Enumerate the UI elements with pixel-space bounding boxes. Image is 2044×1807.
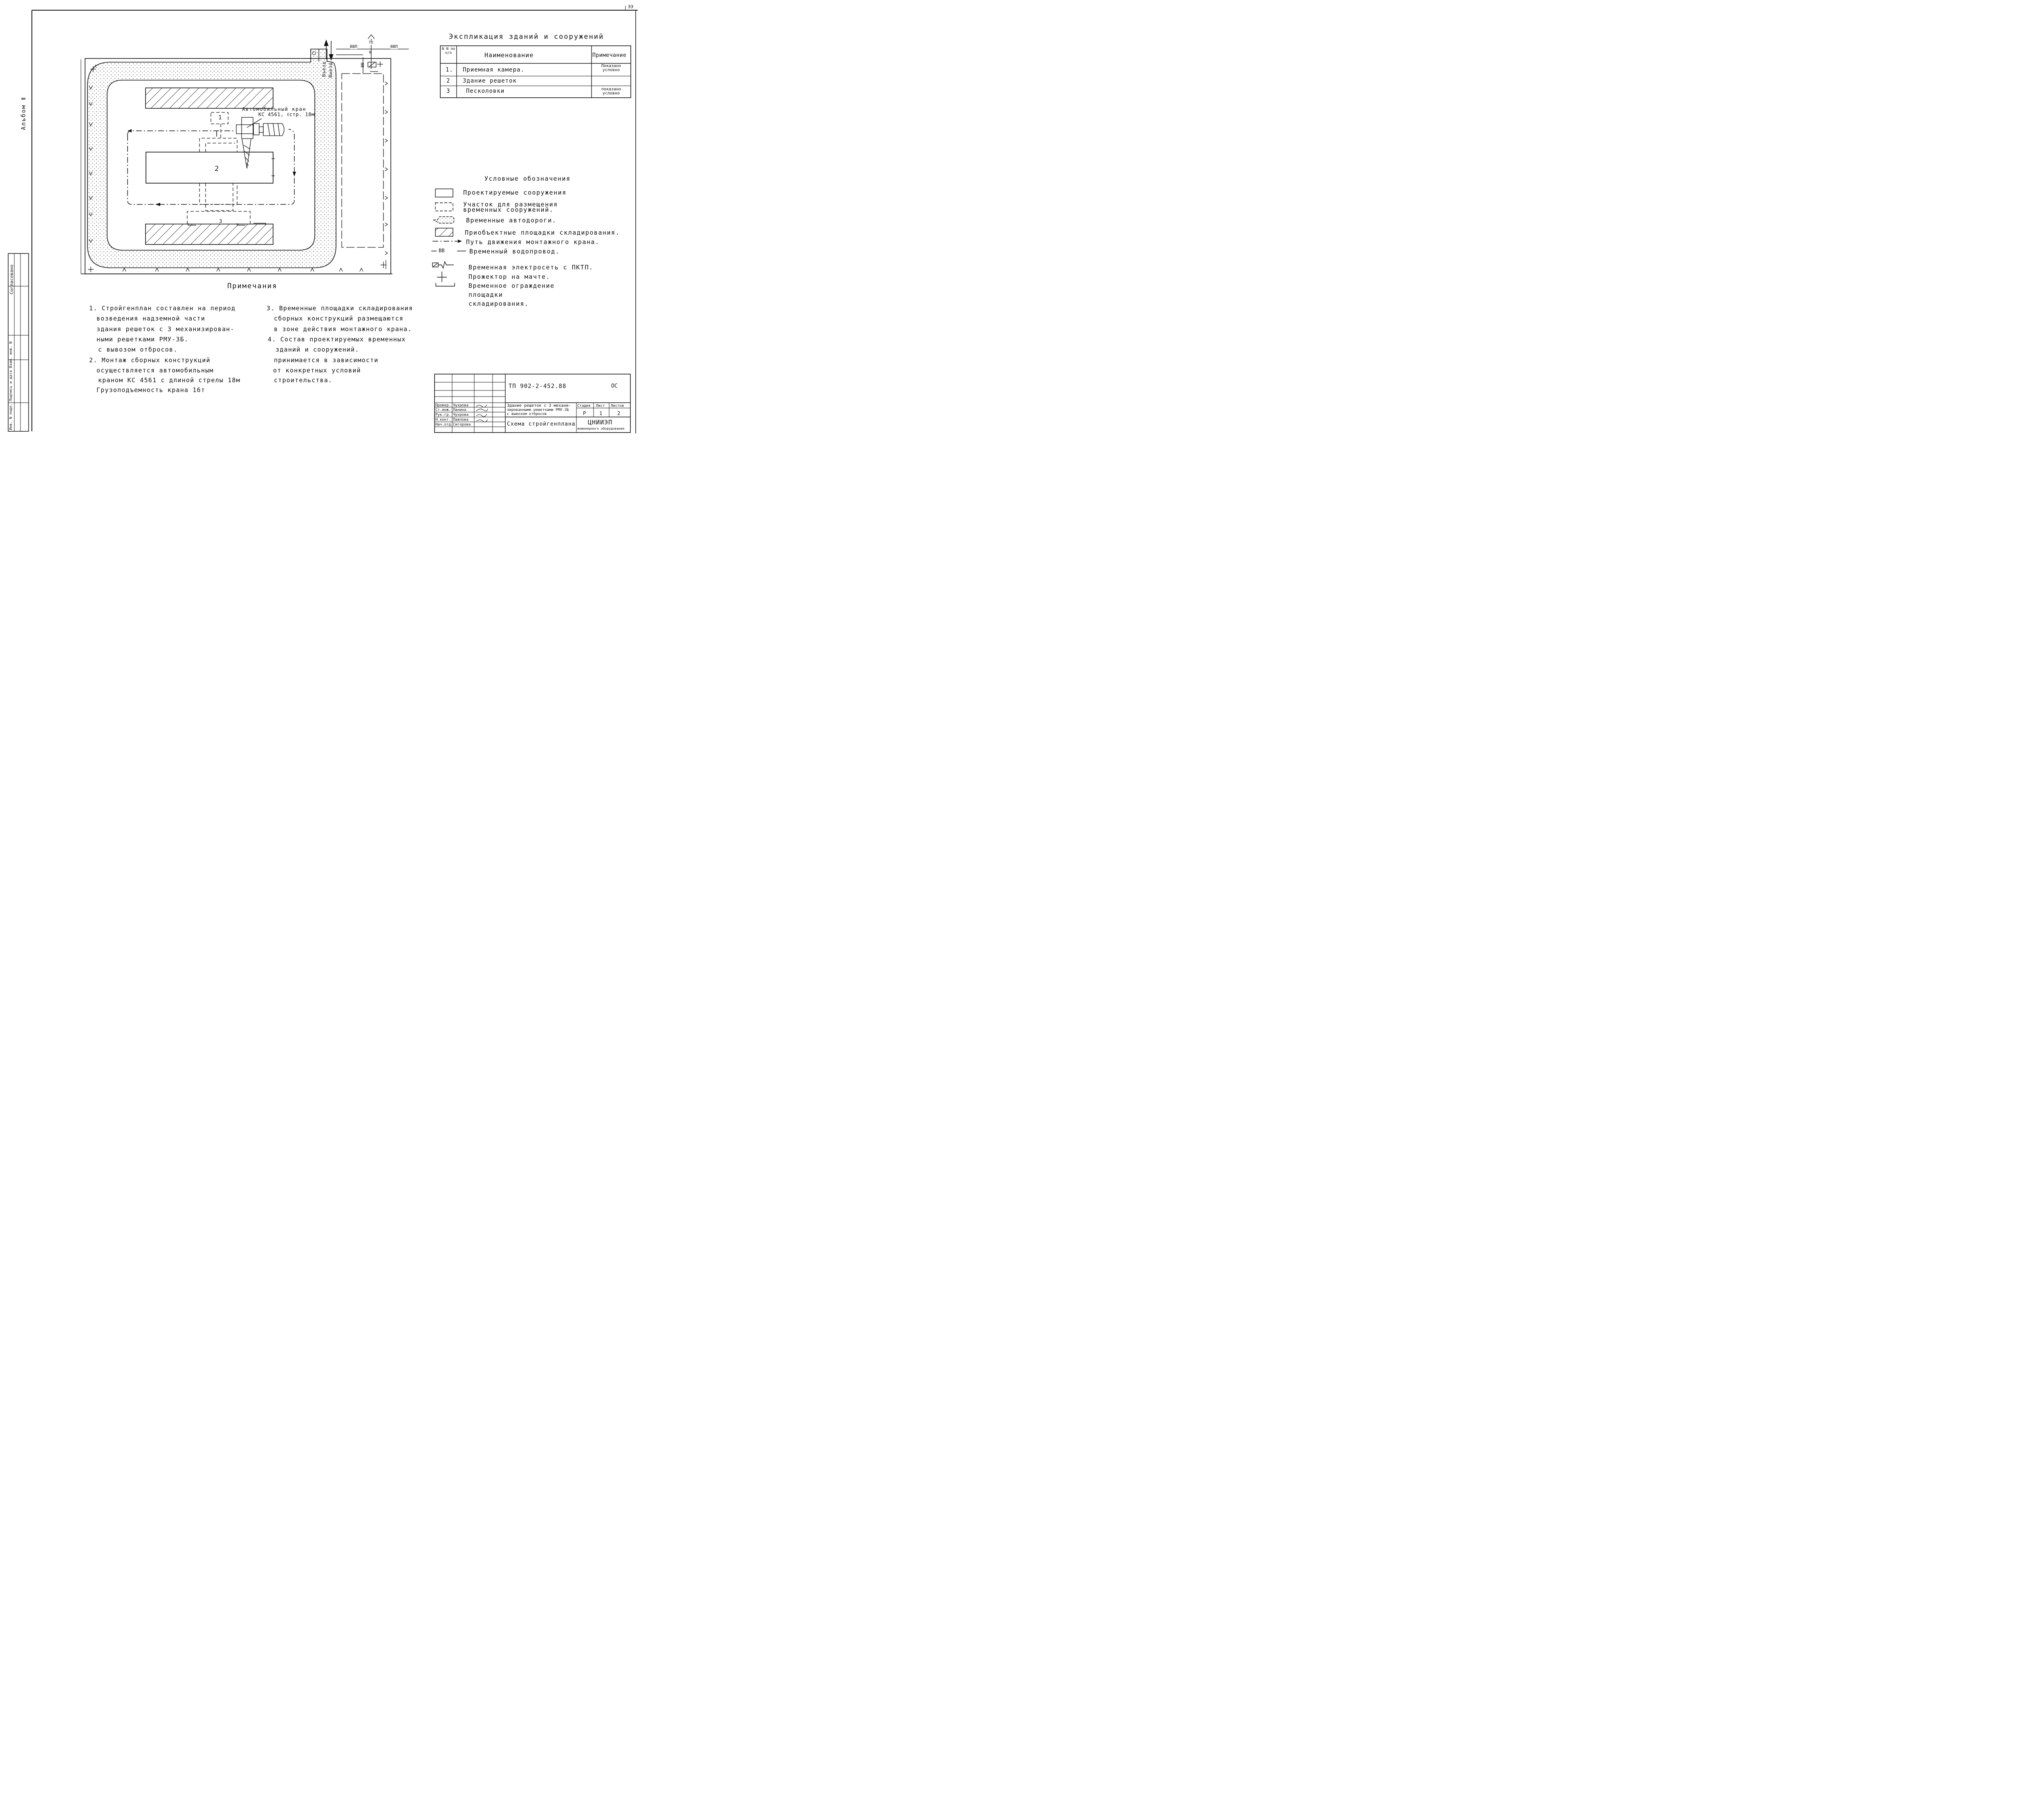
legend-item-electric: Временная электросеть с ПКТП.	[468, 264, 594, 271]
water-line-label-right: ВВП	[390, 45, 398, 49]
legend-vv-symbol: ВВ	[439, 248, 445, 253]
note-left-line-8: краном КС 4561 с длиной стрелы 18м	[98, 377, 240, 384]
building-1-number: 1	[218, 114, 222, 121]
explication-row-1-name: Приемная камера.	[463, 67, 524, 73]
explication-title: Экспликация зданий и сооружений	[449, 33, 604, 41]
sheets-header: Листов	[611, 404, 624, 408]
crane-path-arrows	[128, 129, 296, 206]
staff-2-role: Ст.инж.	[435, 408, 451, 412]
note-right-line-6: принимается в зависимости	[274, 356, 379, 364]
water-and-substation	[336, 34, 409, 248]
explication-row-3-name: Песколовки	[466, 88, 505, 94]
legend-item-temporary-sites: Участок для размещения временных сооруже…	[463, 201, 558, 213]
building-2	[146, 152, 275, 184]
organization-subname: инженерного оборудования	[577, 427, 625, 430]
note-left-line-1: 1. Стройгенплан составлен на период	[89, 305, 236, 312]
staff-1-name: Чухрова	[453, 404, 468, 408]
document-code: ТП 902-2-452.88	[509, 383, 567, 390]
note-left-line-7: осуществляется автомобильным	[96, 367, 214, 374]
drawing-title: Схема стройгенплана	[507, 421, 576, 427]
note-left-line-3: здания решеток с 3 механизирован-	[96, 325, 235, 333]
legend-symbols	[431, 188, 466, 287]
note-right-line-5: зданий и сооружений.	[276, 346, 359, 353]
w-label: W	[369, 50, 372, 55]
legend-item-crane-path: Путь движения монтажного крана.	[466, 238, 600, 246]
note-right-line-2: сборных конструкций размещаются	[274, 315, 404, 322]
crane-label-line-1: Автомобильный кран	[242, 106, 307, 112]
site-boundary	[81, 58, 392, 274]
note-right-line-1: 3. Временные площадки складирования	[267, 305, 413, 312]
water-line-label-left: ВВП	[350, 45, 358, 49]
exit-label: Выезд	[328, 62, 333, 78]
sheets-value: 2	[617, 410, 621, 416]
entry-label: Въезд	[321, 61, 327, 77]
title-block-lines	[434, 374, 631, 433]
side-agreed-label: Согласовано	[9, 265, 14, 294]
projectors	[88, 61, 386, 272]
explication-row-1-note: Показано условно	[601, 64, 621, 72]
legend-item-projector: Прожектор на мачте.	[468, 273, 551, 280]
temporary-road	[87, 49, 336, 268]
organization-name: ЦНИИЭП	[588, 419, 613, 426]
staff-5-role: Нач.отд.	[435, 423, 453, 427]
storage-areas	[145, 87, 273, 245]
object-name-line-1: Здание решеток с 3 механи-	[507, 404, 571, 408]
object-name-line-3: с вывозом отбросов	[507, 412, 547, 416]
sheet-frame	[8, 6, 638, 433]
album-label: Альбом Ⅱ	[20, 96, 27, 130]
staff-2-name: Панина	[453, 408, 466, 412]
object-name-line-2: зированными решетками РМУ-3Б	[507, 408, 569, 412]
legend-title: Условные обозначения	[484, 175, 571, 182]
note-right-line-4: 4. Состав проектируемых временных	[268, 336, 406, 343]
note-left-line-4: ными решетками РМУ-3Б.	[96, 336, 189, 343]
staff-3-role: Рук.гр.	[435, 413, 451, 417]
legend-item-water: Временный водопровод.	[469, 248, 560, 255]
note-left-line-6: 2. Монтаж сборных конструкций	[89, 356, 211, 364]
building-2-number: 2	[215, 165, 219, 173]
note-left-line-2: возведения надземной части	[96, 315, 205, 322]
staff-3-name: Чухрова	[453, 413, 468, 417]
entry-exit-arrows	[324, 39, 334, 61]
note-left-line-9: Грузоподъемность крана 16т	[96, 386, 205, 394]
side-inventory-label: Инв. N подл. Подпись и дата Взам. инв. N	[9, 341, 13, 430]
note-right-line-3: в зоне действия монтажного крана.	[274, 325, 412, 333]
legend-item-storage: Приобъектные площадки складирования.	[465, 229, 620, 236]
explication-table-lines	[440, 45, 631, 98]
explication-row-2-name: Здание решеток	[463, 78, 517, 84]
explication-col-number: N N по п/п	[442, 47, 455, 55]
explication-row-1-number: 1.	[446, 67, 453, 73]
site-plan-drawing	[8, 6, 638, 433]
mobile-crane	[236, 117, 285, 169]
note-right-line-7: от конкретных условий	[273, 367, 361, 374]
note-right-line-8: строительства.	[274, 377, 333, 384]
crane-label-line-2: КС 4561, ℓстр. 18м	[258, 112, 315, 117]
building-3-number: 3	[219, 218, 222, 224]
legend-item-fence: Временное ограждение площадки складирова…	[468, 282, 555, 307]
sheet-header: Лист	[596, 404, 605, 408]
explication-row-3-note: показано условно	[601, 87, 621, 96]
legend-item-designed: Проектируемые сооружения	[463, 189, 567, 196]
electric-network	[89, 81, 388, 272]
stage-header: Стадия	[577, 404, 591, 408]
document-mark: ОС	[611, 383, 618, 389]
explication-col-note: Примечание	[592, 52, 627, 58]
crane-path	[127, 129, 295, 205]
vv-label: ВВ	[361, 62, 365, 67]
staff-5-name: Сигорова	[453, 423, 471, 427]
stage-value: Р	[583, 410, 586, 416]
explication-col-name: Наименование	[484, 52, 534, 59]
note-left-line-5: с вывозом отбросов.	[98, 346, 178, 353]
explication-row-3-number: 3	[446, 88, 450, 94]
notes-title: Примечания	[227, 282, 278, 290]
staff-4-name: Павлова	[453, 418, 468, 422]
sheet-value: 1	[599, 410, 603, 416]
legend-item-temporary-roads: Временные автодороги.	[466, 217, 557, 224]
corner-mark: ЭЭ	[628, 4, 634, 9]
substation-label: ТП	[369, 41, 373, 45]
explication-row-2-number: 2	[446, 78, 450, 84]
staff-1-role: Провер.	[435, 404, 451, 408]
staff-4-role: Н.конт.	[435, 418, 451, 422]
